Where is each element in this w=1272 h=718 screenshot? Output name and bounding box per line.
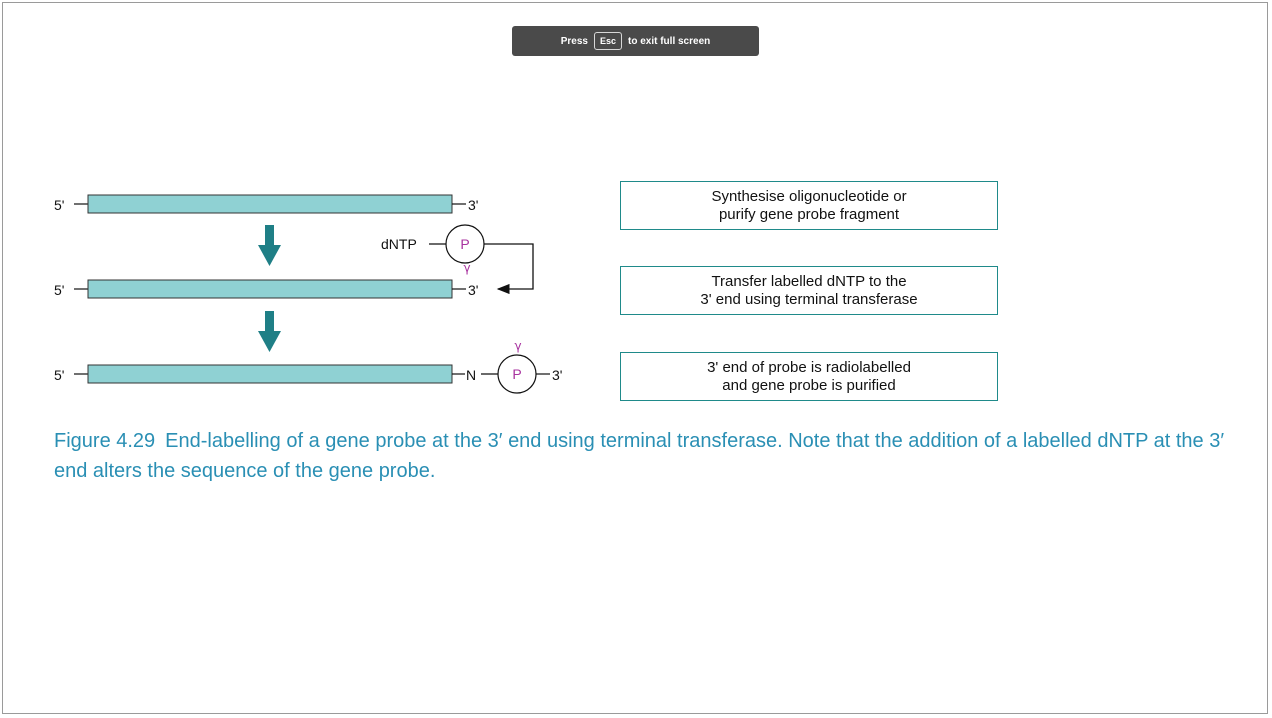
banner-press-text: Press	[560, 35, 588, 47]
strand-3-terminal-nucleotide-label: N	[466, 367, 476, 383]
strand-2-five-prime-label: 5'	[54, 282, 64, 298]
exit-fullscreen-banner: Press Esc to exit full screen	[512, 26, 759, 56]
strand-2: 5' 3'	[54, 279, 478, 299]
strand-2-bar	[87, 279, 453, 299]
gamma-1-label: γ	[463, 261, 470, 275]
strand-1-five-prime-label: 5'	[54, 197, 64, 213]
strand-3-five-prime-label: 5'	[54, 367, 64, 383]
banner-rest-text: to exit full screen	[628, 35, 711, 47]
strand-1: 5' 3'	[54, 194, 478, 214]
dntp-group: dNTP P γ	[381, 224, 534, 295]
strand-1-bar	[87, 194, 453, 214]
down-arrow-2-icon	[258, 311, 281, 352]
phosphate-1-label: P	[460, 236, 469, 252]
step-box-3: 3' end of probe is radiolabelled and gen…	[620, 352, 998, 401]
figure-caption-text: End-labelling of a gene probe at the 3′ …	[54, 430, 1225, 482]
transfer-bracket-arrow	[484, 243, 534, 295]
gamma-2-label: γ	[514, 339, 521, 353]
strand-1-three-prime-label: 3'	[468, 197, 478, 213]
strand-3: 5' N P γ 3'	[54, 339, 562, 394]
strand-3-three-prime-label: 3'	[552, 367, 562, 383]
esc-key-icon: Esc	[593, 32, 622, 50]
down-arrow-1-icon	[258, 225, 281, 266]
strand-2-three-prime-label: 3'	[468, 282, 478, 298]
strand-3-bar	[87, 364, 453, 384]
dntp-label: dNTP	[381, 236, 417, 252]
step-box-1: Synthesise oligonucleotide or purify gen…	[620, 181, 998, 230]
figure-number: Figure 4.29	[54, 430, 156, 452]
step-box-2: Transfer labelled dNTP to the 3' end usi…	[620, 266, 998, 315]
phosphate-2-label: P	[512, 366, 521, 382]
